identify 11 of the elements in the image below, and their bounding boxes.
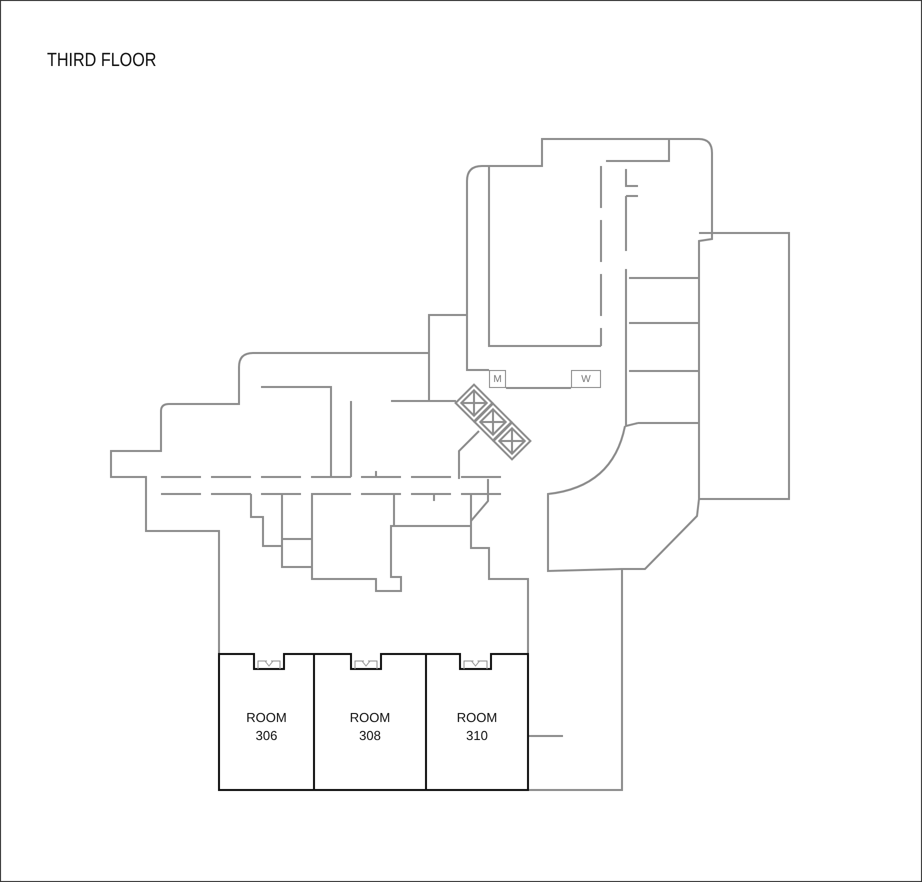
room-area bbox=[426, 654, 528, 790]
restroom-box bbox=[489, 370, 506, 388]
room-area bbox=[314, 654, 426, 790]
room-label: ROOM 310 bbox=[456, 709, 498, 745]
restroom-box bbox=[571, 370, 601, 388]
room-label: ROOM 306 bbox=[246, 709, 287, 745]
restroom-label: M bbox=[493, 374, 502, 384]
room-area bbox=[219, 654, 314, 790]
restroom-label: W bbox=[581, 374, 591, 384]
room-label: ROOM 308 bbox=[350, 709, 390, 745]
floor-title: THIRD FLOOR bbox=[47, 50, 156, 72]
